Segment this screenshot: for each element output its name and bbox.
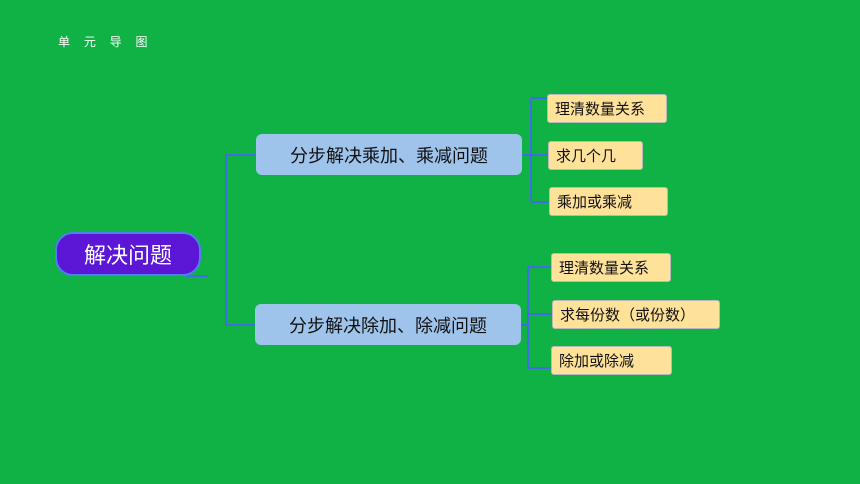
leaf-label: 求几个几	[556, 147, 617, 165]
leaf-node: 求每份数（或份数）	[552, 300, 720, 329]
leaf-node: 理清数量关系	[551, 253, 671, 282]
leaf-node: 求几个几	[548, 141, 643, 170]
leaf-node: 乘加或乘减	[549, 187, 668, 216]
leaf-label: 求每份数（或份数）	[560, 306, 696, 324]
branch-node-multiplication: 分步解决乘加、乘减问题	[256, 134, 522, 175]
root-node: 解决问题	[55, 232, 201, 276]
root-node-label: 解决问题	[83, 244, 172, 269]
branch1-to-leaves-connector	[522, 97, 549, 203]
branch-node-division: 分步解决除加、除减问题	[255, 304, 521, 345]
leaf-label: 理清数量关系	[555, 100, 646, 118]
branch-label: 分步解决除加、除减问题	[289, 315, 487, 337]
branch-label: 分步解决乘加、乘减问题	[290, 145, 488, 167]
leaf-node: 理清数量关系	[547, 94, 667, 123]
branch2-to-leaves-connector	[521, 266, 552, 369]
leaf-node: 除加或除减	[551, 346, 672, 375]
leaf-label: 乘加或乘减	[557, 193, 633, 211]
unit-map-heading: 单 元 导 图	[58, 35, 153, 49]
root-to-branches-connector	[225, 154, 256, 326]
leaf-label: 除加或除减	[559, 352, 635, 370]
leaf-label: 理清数量关系	[559, 259, 650, 277]
